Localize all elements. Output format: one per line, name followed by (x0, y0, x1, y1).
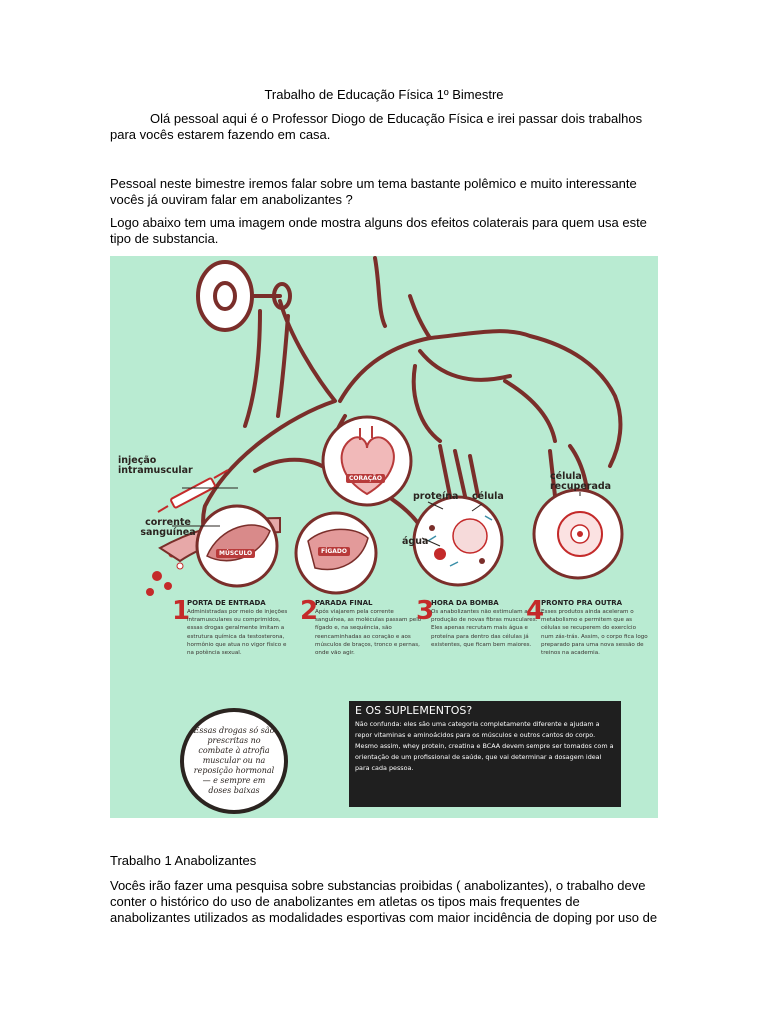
quote-circle: Essas drogas só são prescritas no combat… (180, 708, 288, 814)
supplements-text: Não confunda: eles são uma categoria com… (355, 720, 614, 772)
step-text: Após viajarem pela corrente sanguínea, a… (315, 609, 422, 657)
protein-cell-circle (412, 495, 504, 587)
liver-tag: FÍGADO (318, 547, 350, 556)
muscle-circle (195, 504, 279, 588)
step-title: HORA DA BOMBA (431, 599, 499, 607)
step-number: 2 (300, 596, 319, 626)
intro-text: Olá pessoal aqui é o Professor Diogo de … (110, 111, 643, 142)
heart-circle (321, 415, 413, 507)
step-number: 4 (526, 596, 545, 626)
section-heading: Trabalho 1 Anabolizantes (110, 853, 257, 868)
step-title: PRONTO PRA OUTRA (541, 599, 623, 607)
supplements-box: E OS SUPLEMENTOS? Não confunda: eles são… (349, 701, 621, 807)
step-text: Administradas por meio de injeções intra… (187, 609, 288, 657)
topic-paragraph: Pessoal neste bimestre iremos falar sobr… (110, 176, 637, 207)
supplements-title: E OS SUPLEMENTOS? (355, 704, 473, 717)
heart-tag: CORAÇÃO (346, 474, 385, 483)
cell-label: célula (472, 491, 504, 502)
step-text: Esses produtos ainda aceleram o metaboli… (541, 609, 648, 657)
assignment-paragraph: Vocês irão fazer uma pesquisa sobre subs… (110, 878, 658, 925)
quote-text: Essas drogas só são prescritas no combat… (193, 726, 275, 795)
dumbbell-icon (196, 260, 292, 332)
document-title: Trabalho de Educação Física 1º Bimestre (264, 87, 504, 102)
recovered-cell-label: célula recuperada (550, 471, 612, 492)
muscle-tag: MÚSCULO (216, 549, 256, 558)
step-number: 1 (172, 596, 191, 626)
intro-paragraph: Olá pessoal aqui é o Professor Diogo de … (110, 111, 658, 143)
anabolic-steroids-infographic: injeção intramuscular corrente sanguínea… (110, 256, 658, 818)
image-intro-paragraph: Logo abaixo tem uma imagem onde mostra a… (110, 215, 647, 246)
step-number: 3 (416, 596, 435, 626)
injection-label: injeção intramuscular (118, 456, 198, 476)
water-label: água (402, 536, 429, 547)
step-title: PORTA DE ENTRADA (187, 599, 266, 607)
infographic-illustration (146, 256, 624, 596)
recovered-cell-circle (532, 488, 624, 580)
bloodstream-label: corrente sanguínea (138, 518, 198, 538)
injection-label-text: injeção intramuscular (118, 455, 193, 476)
step-text: Os anabolizantes não estimulam a produçã… (431, 609, 538, 648)
syringe-icon (157, 469, 229, 513)
protein-label: proteína (413, 491, 459, 502)
bloodstream-label-text: corrente sanguínea (140, 517, 196, 538)
step-title: PARADA FINAL (315, 599, 373, 607)
